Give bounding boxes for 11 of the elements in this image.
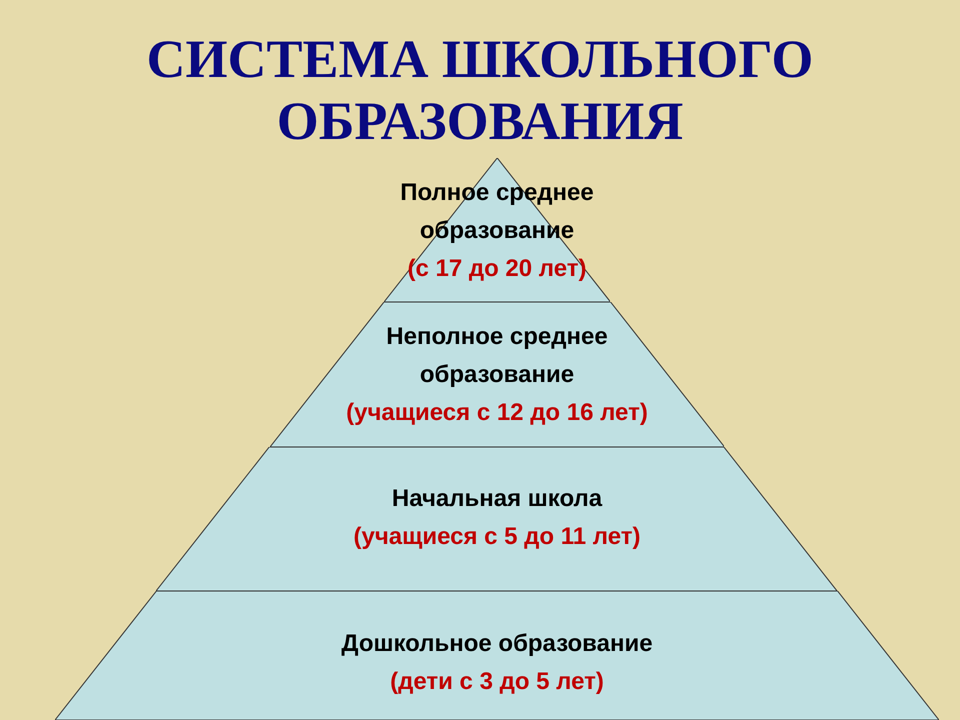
pyramid-top-section xyxy=(384,158,610,302)
age-range: (учащиеся с 12 до 16 лет) xyxy=(346,398,648,428)
level-name: Начальная школа xyxy=(390,484,604,514)
pyramid-section xyxy=(156,447,838,591)
pyramid-section xyxy=(55,591,939,720)
age-range: (учащиеся с 5 до 11 лет) xyxy=(353,522,640,552)
level-name: Дошкольное образование xyxy=(340,629,654,659)
age-range: (дети с 3 до 5 лет) xyxy=(390,667,604,697)
level-name: Неполное среднее образование xyxy=(385,322,609,390)
title: СИСТЕМА ШКОЛЬНОГО ОБРАЗОВАНИЯ xyxy=(146,28,814,152)
age-range: (с 17 до 20 лет) xyxy=(407,254,586,284)
